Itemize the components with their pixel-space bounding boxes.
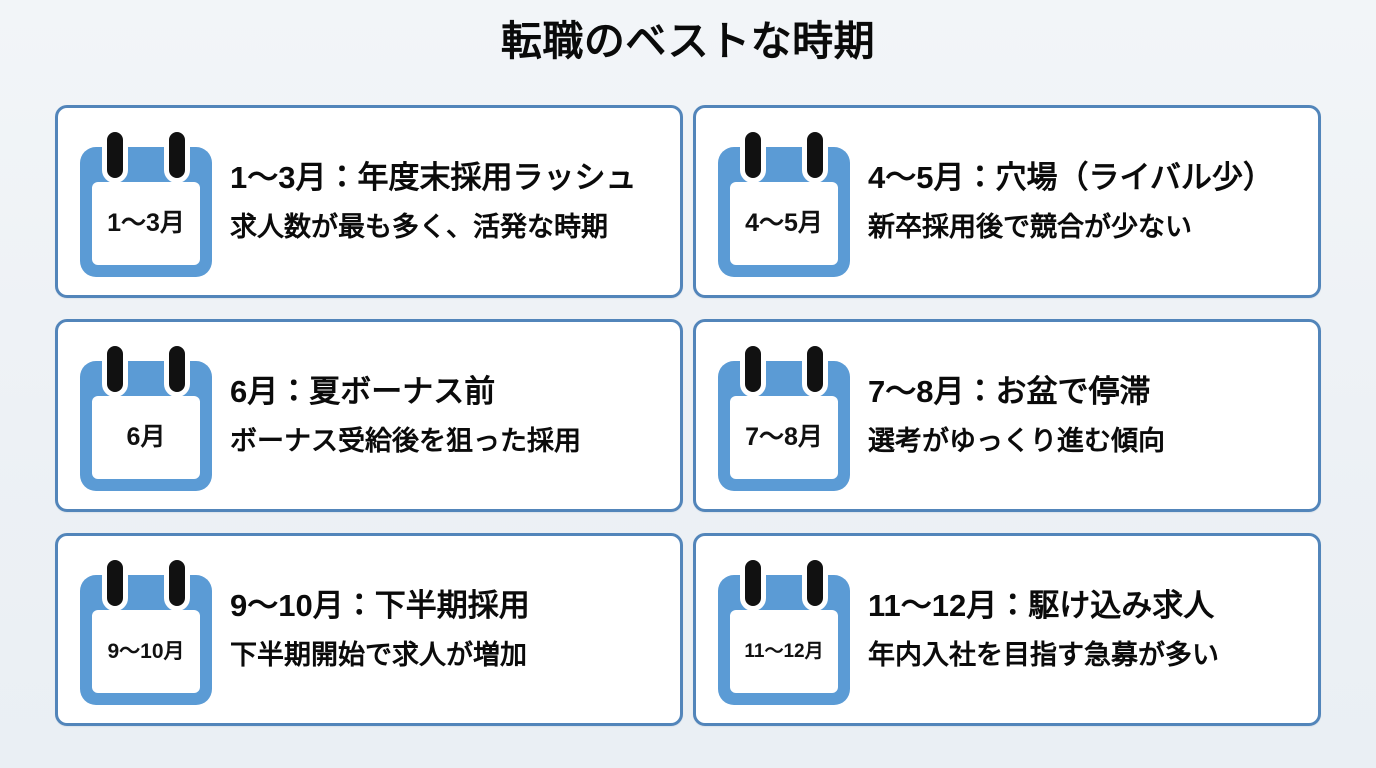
timing-card[interactable]: 1〜3月 1〜3月：年度末採用ラッシュ 求人数が最も多く、活発な時期 (55, 105, 683, 298)
timing-card[interactable]: 11〜12月 11〜12月：駆け込み求人 年内入社を目指す急募が多い (693, 533, 1321, 726)
calendar-ring-right (164, 340, 190, 397)
calendar-ring-left (102, 340, 128, 397)
card-description: ボーナス受給後を狙った採用 (230, 425, 581, 456)
card-description: 新卒採用後で競合が少ない (868, 211, 1192, 242)
calendar-page: 11〜12月 (730, 609, 838, 693)
calendar-month-label: 9〜10月 (107, 639, 185, 663)
page-title: 転職のベストな時期 (500, 18, 876, 64)
calendar-month-label: 11〜12月 (744, 640, 824, 662)
calendar-page: 1〜3月 (92, 181, 200, 265)
calendar-ring-right (802, 554, 828, 611)
calendar-ring-left (740, 340, 766, 397)
calendar-month-label: 4〜5月 (745, 208, 823, 237)
calendar-page: 9〜10月 (92, 609, 200, 693)
calendar-page: 7〜8月 (730, 395, 838, 479)
card-text: 6月：夏ボーナス前 ボーナス受給後を狙った採用 (228, 374, 666, 457)
card-text: 4〜5月：穴場（ライバル少） 新卒採用後で競合が少ない (866, 160, 1304, 243)
card-text: 11〜12月：駆け込み求人 年内入社を目指す急募が多い (866, 588, 1304, 671)
card-text: 9〜10月：下半期採用 下半期開始で求人が増加 (228, 588, 666, 671)
card-description: 求人数が最も多く、活発な時期 (230, 211, 608, 242)
calendar-icon: 11〜12月 (718, 554, 850, 705)
calendar-icon: 4〜5月 (718, 126, 850, 277)
card-description: 年内入社を目指す急募が多い (868, 639, 1219, 670)
card-description: 下半期開始で求人が増加 (230, 639, 527, 670)
calendar-page: 6月 (92, 395, 200, 479)
timing-card[interactable]: 9〜10月 9〜10月：下半期採用 下半期開始で求人が増加 (55, 533, 683, 726)
calendar-month-label: 6月 (126, 422, 166, 451)
calendar-ring-left (740, 554, 766, 611)
card-text: 7〜8月：お盆で停滞 選考がゆっくり進む傾向 (866, 374, 1304, 457)
card-heading: 6月：夏ボーナス前 (230, 374, 496, 410)
card-grid: 1〜3月 1〜3月：年度末採用ラッシュ 求人数が最も多く、活発な時期 4〜5月 … (55, 105, 1321, 727)
card-heading: 11〜12月：駆け込み求人 (868, 588, 1215, 624)
calendar-month-label: 7〜8月 (745, 422, 823, 451)
calendar-icon: 1〜3月 (80, 126, 212, 277)
calendar-ring-right (802, 126, 828, 183)
calendar-ring-left (102, 554, 128, 611)
card-heading: 7〜8月：お盆で停滞 (868, 374, 1151, 410)
calendar-icon: 7〜8月 (718, 340, 850, 491)
calendar-ring-left (740, 126, 766, 183)
card-description: 選考がゆっくり進む傾向 (868, 425, 1165, 456)
calendar-ring-right (164, 554, 190, 611)
card-heading: 9〜10月：下半期採用 (230, 588, 530, 624)
calendar-ring-right (164, 126, 190, 183)
timing-card[interactable]: 7〜8月 7〜8月：お盆で停滞 選考がゆっくり進む傾向 (693, 319, 1321, 512)
calendar-month-label: 1〜3月 (107, 208, 185, 237)
timing-card[interactable]: 6月 6月：夏ボーナス前 ボーナス受給後を狙った採用 (55, 319, 683, 512)
calendar-ring-right (802, 340, 828, 397)
calendar-icon: 9〜10月 (80, 554, 212, 705)
calendar-ring-left (102, 126, 128, 183)
card-heading: 4〜5月：穴場（ライバル少） (868, 160, 1274, 196)
calendar-page: 4〜5月 (730, 181, 838, 265)
card-text: 1〜3月：年度末採用ラッシュ 求人数が最も多く、活発な時期 (228, 160, 666, 243)
card-heading: 1〜3月：年度末採用ラッシュ (230, 160, 637, 196)
calendar-icon: 6月 (80, 340, 212, 491)
timing-card[interactable]: 4〜5月 4〜5月：穴場（ライバル少） 新卒採用後で競合が少ない (693, 105, 1321, 298)
